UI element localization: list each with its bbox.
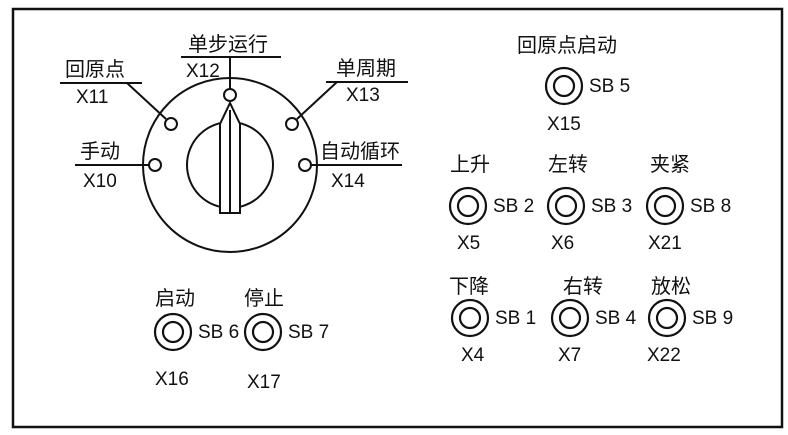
input-left-turn: X6 [551, 233, 574, 254]
input-auto-cycle: X14 [331, 171, 365, 192]
button-down[interactable]: 下降 SB 1 X4 [449, 274, 536, 366]
input-home: X11 [76, 87, 108, 108]
input-start: X16 [155, 369, 189, 390]
button-up[interactable]: 上升 SB 2 X5 [448, 152, 534, 254]
leader-single-cycle [296, 81, 338, 120]
label-single-step: 单步运行 [188, 32, 268, 56]
input-stop: X17 [247, 372, 281, 393]
id-stop: SB 7 [288, 322, 329, 343]
input-down: X4 [461, 345, 485, 366]
down-button-inner[interactable] [458, 306, 482, 330]
leader-home [126, 82, 167, 120]
button-stop[interactable]: 停止 SB 7 X17 [243, 286, 329, 393]
release-button-inner[interactable] [655, 306, 679, 330]
button-right-turn[interactable]: 右转 SB 4 X7 [550, 274, 637, 366]
input-clamp: X21 [648, 233, 682, 254]
label-right-turn: 右转 [563, 274, 603, 298]
button-release[interactable]: 放松 SB 9 X22 [647, 274, 733, 366]
clamp-button-inner[interactable] [653, 194, 677, 218]
up-button-inner[interactable] [456, 194, 480, 218]
button-clamp[interactable]: 夹紧 SB 8 X21 [645, 152, 731, 254]
contact-single-step [223, 88, 237, 102]
input-up: X5 [457, 233, 480, 254]
home-start-button-inner[interactable] [552, 74, 576, 98]
label-home-start: 回原点启动 [517, 33, 617, 57]
input-home-start: X15 [547, 114, 581, 135]
label-manual: 手动 [80, 139, 120, 163]
button-start[interactable]: 启动 SB 6 X16 [153, 286, 239, 390]
label-stop: 停止 [244, 286, 284, 310]
id-down: SB 1 [495, 308, 536, 329]
input-single-cycle: X13 [346, 85, 380, 106]
contact-home [164, 117, 178, 131]
label-single-cycle: 单周期 [336, 56, 396, 80]
id-up: SB 2 [493, 196, 534, 217]
contact-manual [148, 158, 162, 172]
left-turn-button-inner[interactable] [554, 194, 578, 218]
id-release: SB 9 [692, 308, 733, 329]
mode-selector-switch: 单步运行 X12 回原点 X11 单周期 X13 手动 X10 自动循环 X14 [60, 32, 408, 253]
label-auto-cycle: 自动循环 [320, 139, 400, 163]
button-left-turn[interactable]: 左转 SB 3 X6 [546, 152, 632, 254]
input-manual: X10 [83, 171, 117, 192]
label-clamp: 夹紧 [650, 152, 690, 176]
label-home: 回原点 [65, 57, 125, 81]
id-start: SB 6 [198, 322, 239, 343]
input-right-turn: X7 [558, 345, 581, 366]
label-release: 放松 [651, 274, 691, 298]
right-turn-button-inner[interactable] [558, 306, 582, 330]
button-home-start[interactable]: 回原点启动 SB 5 X15 [517, 33, 630, 135]
id-right-turn: SB 4 [595, 308, 637, 329]
label-start: 启动 [155, 286, 195, 310]
id-left-turn: SB 3 [591, 196, 632, 217]
contact-auto-cycle [298, 158, 312, 172]
input-release: X22 [647, 345, 681, 366]
stop-button-inner[interactable] [251, 320, 275, 344]
input-single-step: X12 [186, 61, 220, 82]
label-left-turn: 左转 [548, 152, 588, 176]
id-clamp: SB 8 [690, 196, 731, 217]
label-down: 下降 [449, 274, 489, 298]
label-up: 上升 [450, 152, 490, 176]
contact-single-cycle [285, 117, 299, 131]
start-button-inner[interactable] [161, 320, 185, 344]
id-home-start: SB 5 [589, 76, 630, 97]
